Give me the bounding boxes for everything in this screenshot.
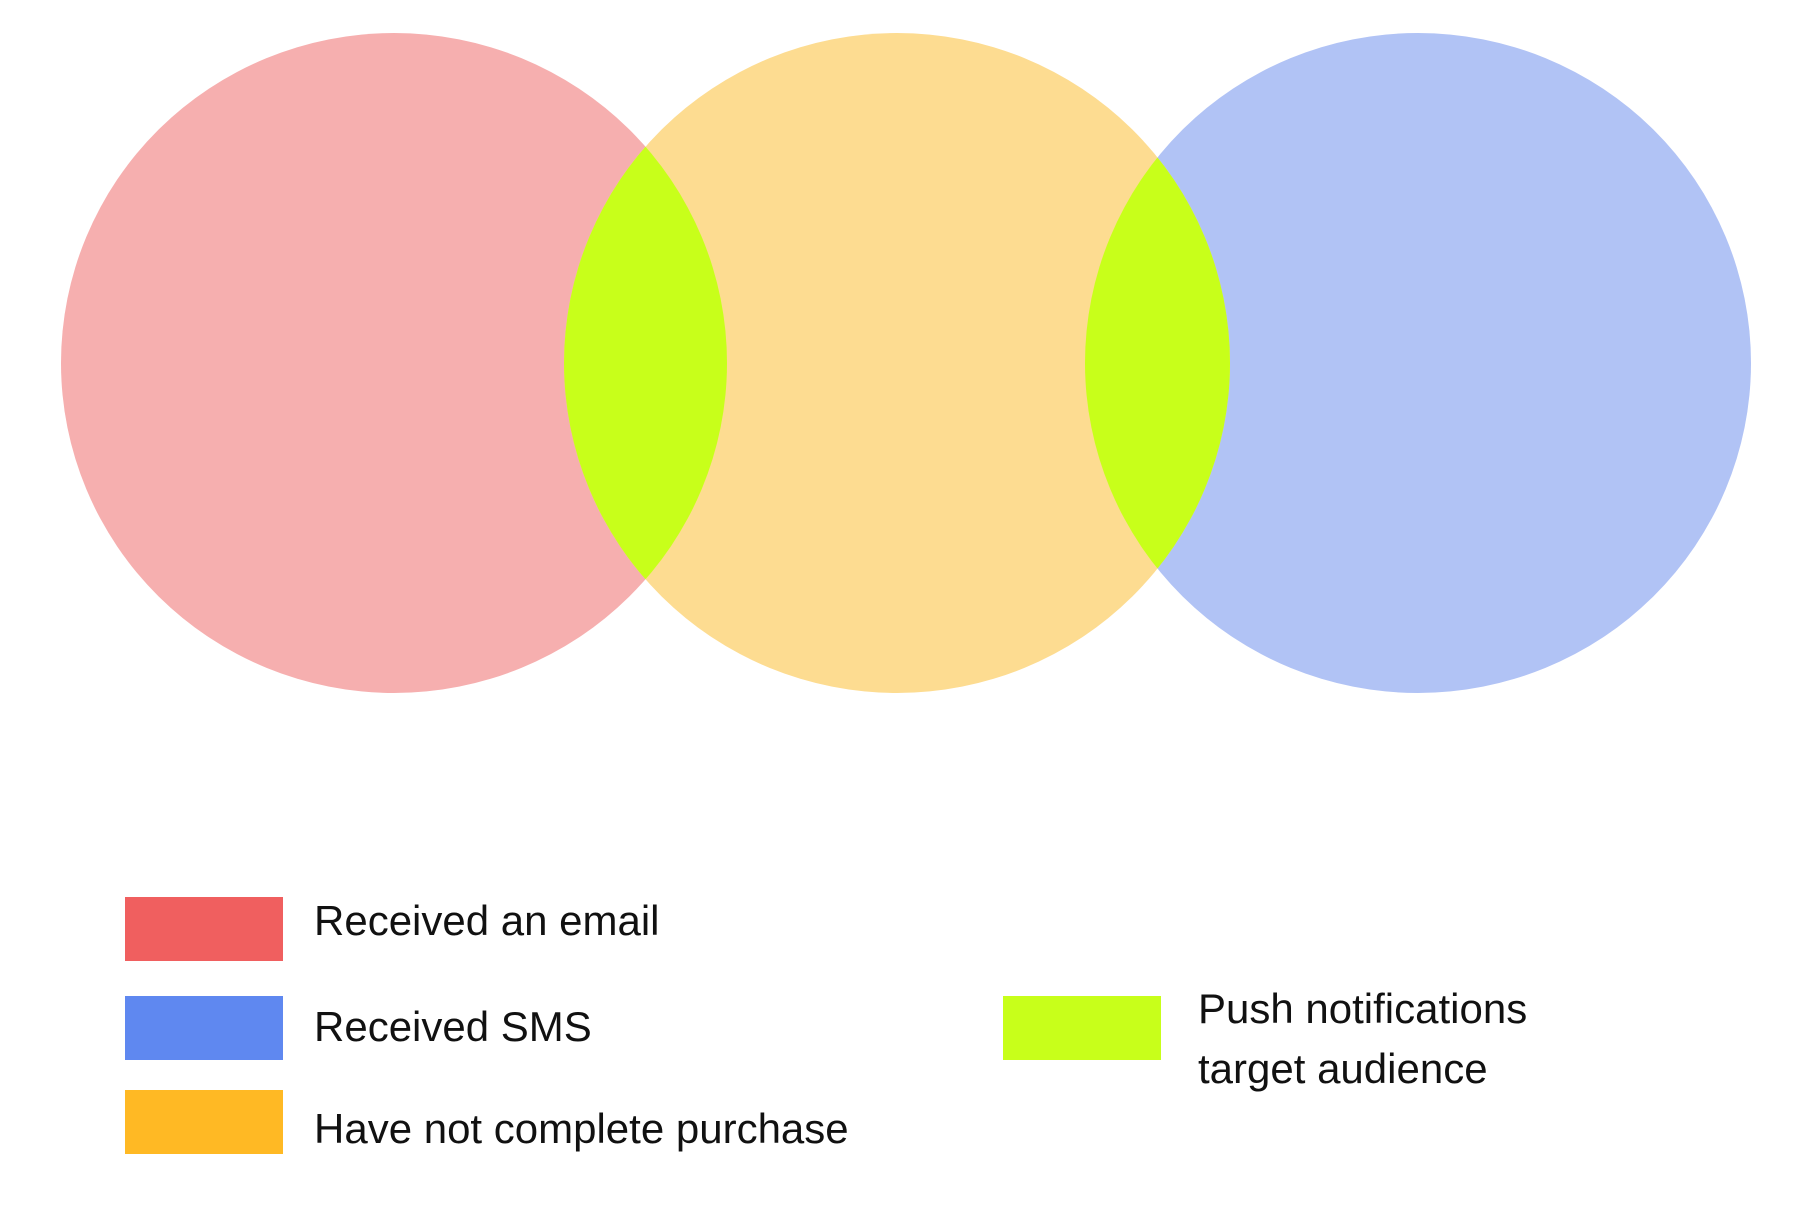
legend-swatch-push-notifications bbox=[1003, 996, 1161, 1060]
legend-label-push-notifications-line2: target audience bbox=[1198, 1045, 1488, 1092]
legend-label-sms: Received SMS bbox=[314, 1003, 592, 1050]
legend-label-email: Received an email bbox=[314, 897, 660, 944]
legend-label-purchase: Have not complete purchase bbox=[314, 1105, 849, 1152]
legend-swatch-sms bbox=[125, 996, 283, 1060]
venn-circle-sms bbox=[1085, 33, 1751, 693]
venn-circle-email bbox=[61, 33, 727, 693]
venn-diagram bbox=[61, 33, 1751, 693]
legend-swatch-email bbox=[125, 897, 283, 961]
legend-swatch-purchase bbox=[125, 1090, 283, 1154]
legend-label-push-notifications-line1: Push notifications bbox=[1198, 985, 1528, 1032]
venn-circle-purchase bbox=[564, 33, 1230, 693]
